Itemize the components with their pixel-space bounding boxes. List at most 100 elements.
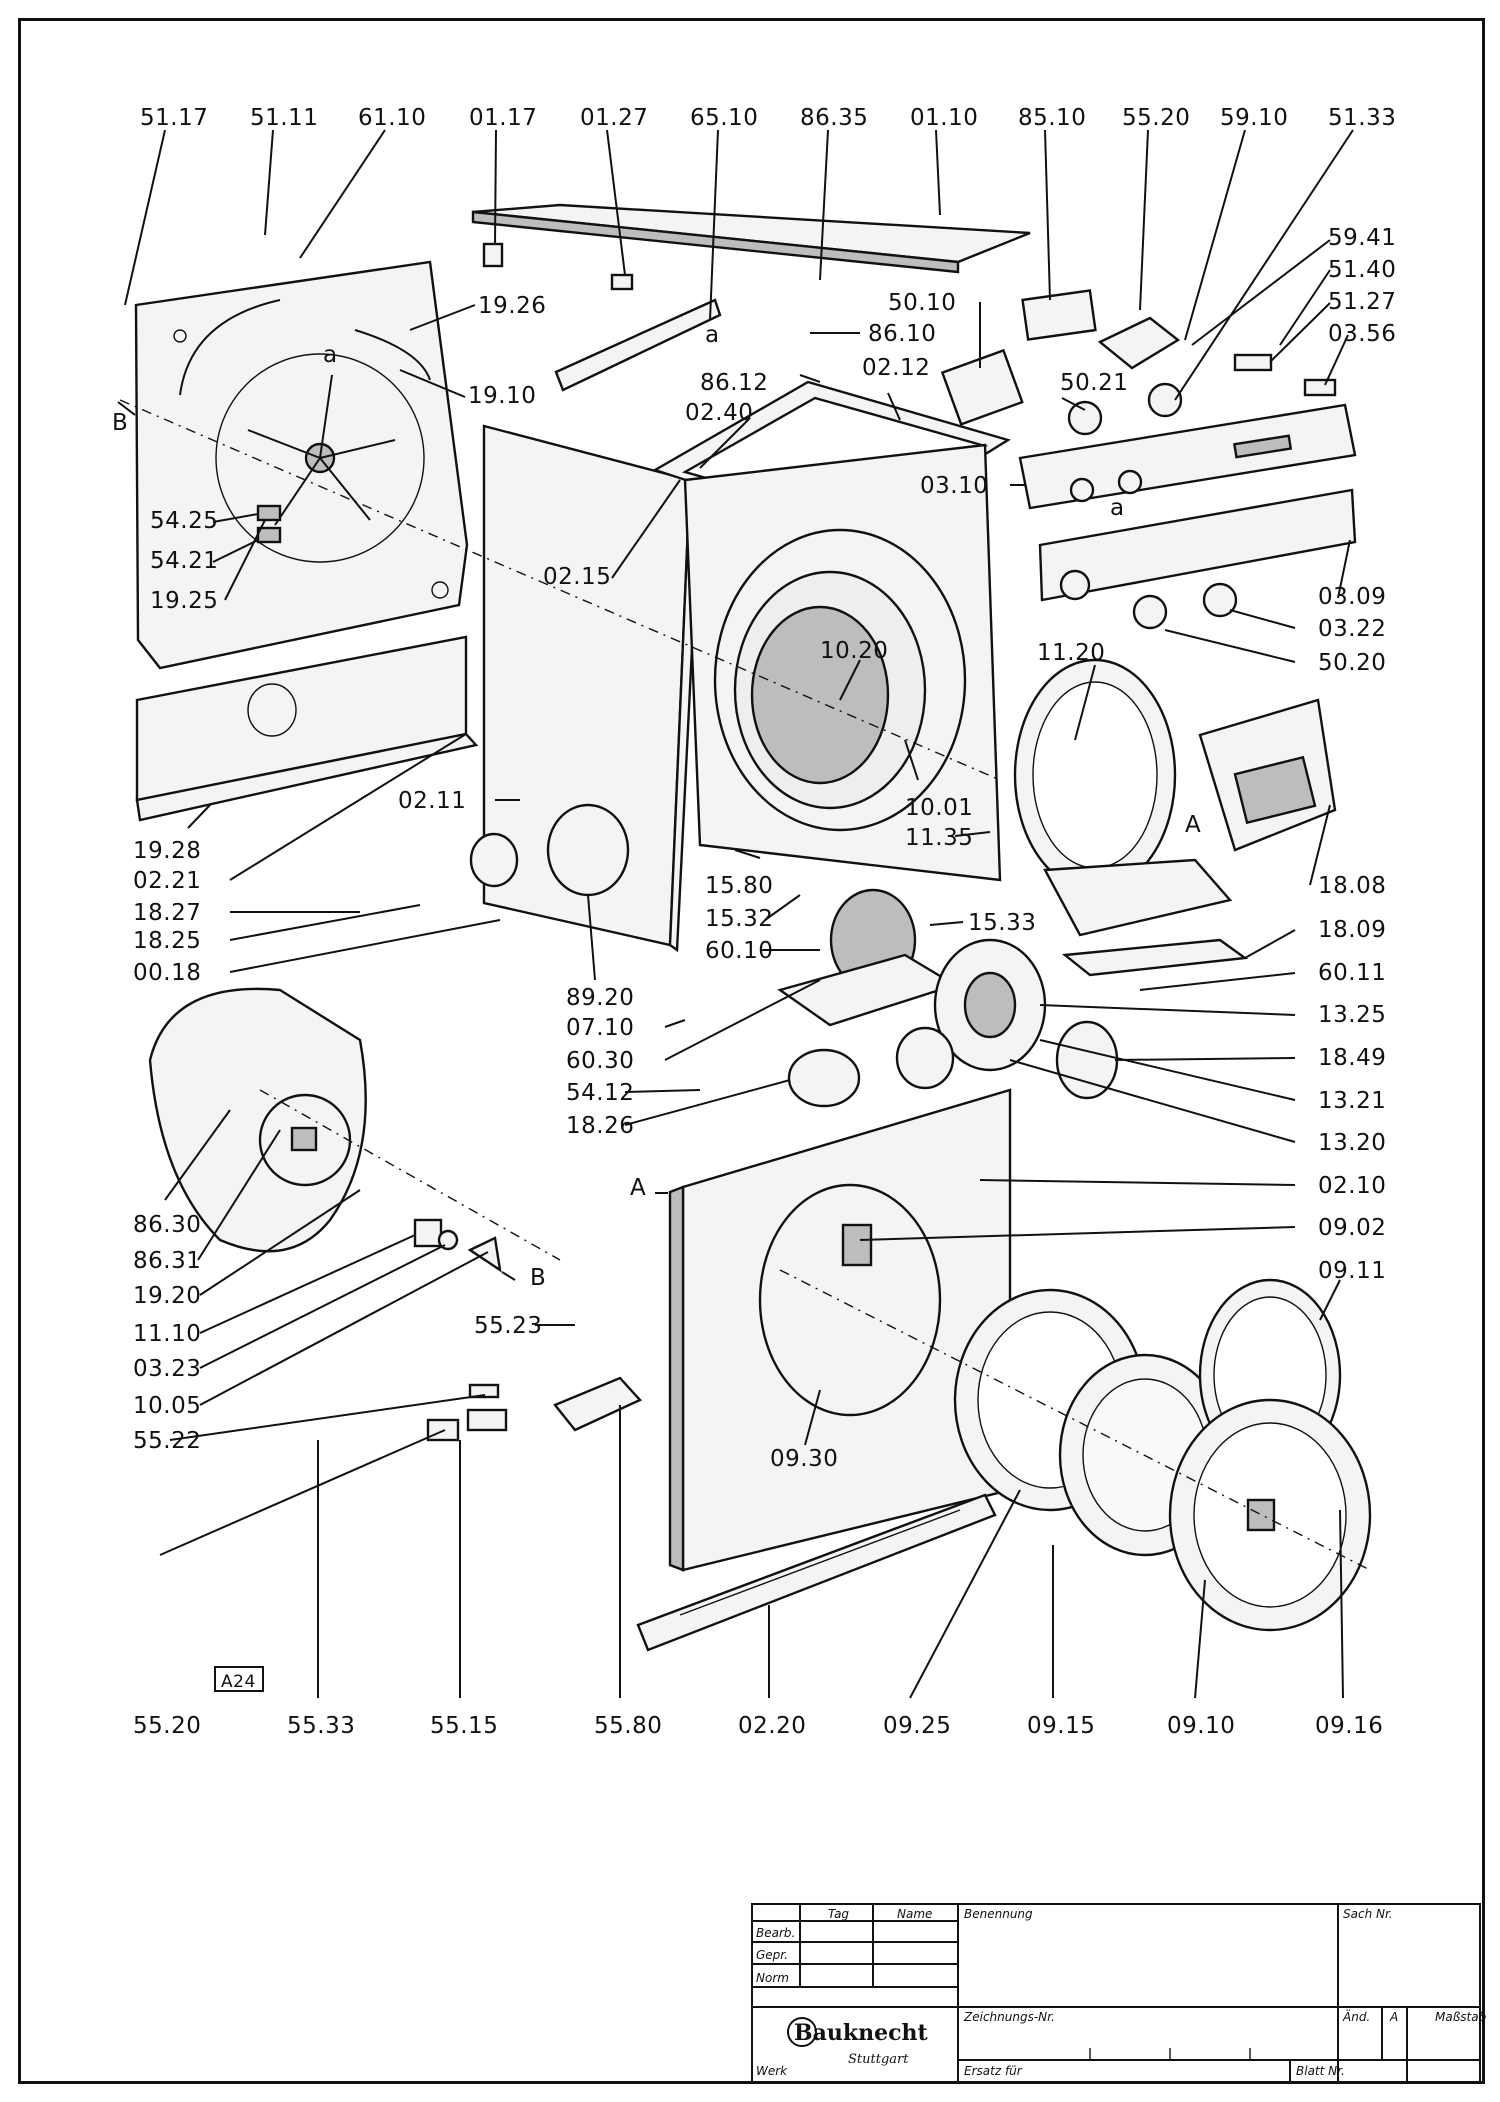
- blower-wheel: [963, 971, 1017, 1039]
- callout-09-25: 09.25: [883, 1713, 951, 1739]
- rear-panel-belt: [354, 329, 431, 381]
- callout-09-15: 09.15: [1027, 1713, 1095, 1739]
- callout-18-49: 18.49: [1318, 1045, 1386, 1071]
- timer-module: [940, 348, 1024, 426]
- clip-5522: [468, 1383, 500, 1399]
- section-markers: B B A A a a a: [112, 322, 1201, 1291]
- callout-55-20-bottom: 55.20: [133, 1713, 201, 1739]
- callout-09-30: 09.30: [770, 1446, 838, 1472]
- drum-opening: [750, 605, 890, 785]
- plug-block: [553, 1376, 642, 1432]
- callout-51-17: 51.17: [140, 105, 208, 131]
- rear-panel-slot: [179, 299, 281, 396]
- callout-11-20: 11.20: [1037, 640, 1105, 666]
- switch-block: [1097, 316, 1181, 370]
- motor-mount: [777, 953, 958, 1027]
- callout-86-35: 86.35: [800, 105, 868, 131]
- tb-aend: Änd.: [1342, 2009, 1370, 2024]
- callout-11-35: 11.35: [905, 825, 973, 851]
- tb-bearb: Bearb.: [756, 1926, 795, 1940]
- bearing-plate: [413, 1218, 443, 1248]
- callout-03-09: 03.09: [1318, 584, 1386, 610]
- callout-15-80: 15.80: [705, 873, 773, 899]
- axis-line-lower: [259, 1089, 561, 1261]
- title-block: Tag Name Benennung Sach Nr. Bearb. Gepr.…: [751, 1903, 1487, 2083]
- callout-07-10: 07.10: [566, 1015, 634, 1041]
- marker-a-front: A: [630, 1175, 646, 1201]
- callout-65-10: 65.10: [690, 105, 758, 131]
- duct-ring: [546, 803, 630, 897]
- marker-a-small-3: a: [1110, 495, 1125, 521]
- tb-col-tag: Tag: [828, 1907, 849, 1921]
- callout-86-31: 86.31: [133, 1248, 201, 1274]
- callout-60-11: 60.11: [1318, 960, 1386, 986]
- callout-19-10: 19.10: [468, 383, 536, 409]
- tb-benennung: Benennung: [964, 1907, 1033, 1921]
- top-lid-edge: [471, 210, 960, 274]
- callout-18-27: 18.27: [133, 900, 201, 926]
- tb-norm: Norm: [756, 1971, 789, 1985]
- callout-85-10: 85.10: [1018, 105, 1086, 131]
- callout-15-33: 15.33: [968, 910, 1036, 936]
- callout-19-28: 19.28: [133, 838, 201, 864]
- callout-02-15: 02.15: [543, 564, 611, 590]
- callout-51-33: 51.33: [1328, 105, 1396, 131]
- callout-86-12: 86.12: [700, 370, 768, 396]
- blower-ring: [1055, 1020, 1119, 1100]
- marker-a-small-1: a: [323, 342, 338, 368]
- rear-hole-2: [431, 581, 449, 599]
- rear-knob-b: [1132, 594, 1168, 630]
- base-rail-lip: [135, 732, 479, 822]
- callout-59-41: 59.41: [1328, 225, 1396, 251]
- panel-display: [1233, 434, 1293, 459]
- callout-50-10: 50.10: [888, 290, 956, 316]
- panel-knob-b: [1117, 469, 1143, 495]
- callout-09-16: 09.16: [1315, 1713, 1383, 1739]
- callout-02-10: 02.10: [1318, 1173, 1386, 1199]
- tb-blatt-nr: Blatt Nr.: [1296, 2064, 1345, 2078]
- lid-clip: [482, 242, 504, 268]
- callout-55-80: 55.80: [594, 1713, 662, 1739]
- front-panel-opening: [758, 1183, 942, 1417]
- callout-09-02: 09.02: [1318, 1215, 1386, 1241]
- sheet-tag-box: [214, 1666, 264, 1692]
- callout-59-10: 59.10: [1220, 105, 1288, 131]
- brand-logo-mark: [787, 2017, 817, 2047]
- callout-55-20-top: 55.20: [1122, 105, 1190, 131]
- lint-filter-mesh: [1233, 755, 1317, 825]
- callout-54-21: 54.21: [150, 548, 218, 574]
- callout-13-25: 13.25: [1318, 1002, 1386, 1028]
- callout-13-20: 13.20: [1318, 1130, 1386, 1156]
- hose-coupling: [895, 1026, 955, 1090]
- callout-19-26: 19.26: [478, 293, 546, 319]
- callout-55-23: 55.23: [474, 1313, 542, 1339]
- connector-5533: [466, 1408, 508, 1432]
- rear-panel-spokes: [247, 374, 396, 526]
- callout-15-32: 15.32: [705, 906, 773, 932]
- control-panel: [1018, 403, 1357, 510]
- rear-bracket: [256, 504, 282, 522]
- callout-03-10: 03.10: [920, 473, 988, 499]
- callout-labels: 51.17 51.11 61.10 01.17 01.27 65.10 86.3…: [133, 105, 1396, 1739]
- support-base: [1043, 858, 1233, 937]
- knob-5021b: [1147, 382, 1183, 418]
- callout-54-12: 54.12: [566, 1080, 634, 1106]
- callout-55-22: 55.22: [133, 1428, 201, 1454]
- callout-09-11: 09.11: [1318, 1258, 1386, 1284]
- tb-col-name: Name: [897, 1907, 932, 1921]
- tb-sach-nr: Sach Nr.: [1343, 1907, 1393, 1921]
- button-5127: [1233, 353, 1273, 372]
- callout-10-20: 10.20: [820, 638, 888, 664]
- rear-panel-ring: [215, 353, 425, 563]
- callout-03-56: 03.56: [1328, 321, 1396, 347]
- callout-01-17: 01.17: [469, 105, 537, 131]
- callout-50-21: 50.21: [1060, 370, 1128, 396]
- bearing: [290, 1126, 318, 1152]
- brand-city: Stuttgart: [848, 2052, 909, 2067]
- marker-a-small-2: a: [705, 322, 720, 348]
- rear-knob-a: [1059, 569, 1091, 601]
- tb-werk: Werk: [756, 2064, 788, 2078]
- part-shapes: [119, 203, 1372, 1652]
- marker-b-right: B: [530, 1265, 546, 1291]
